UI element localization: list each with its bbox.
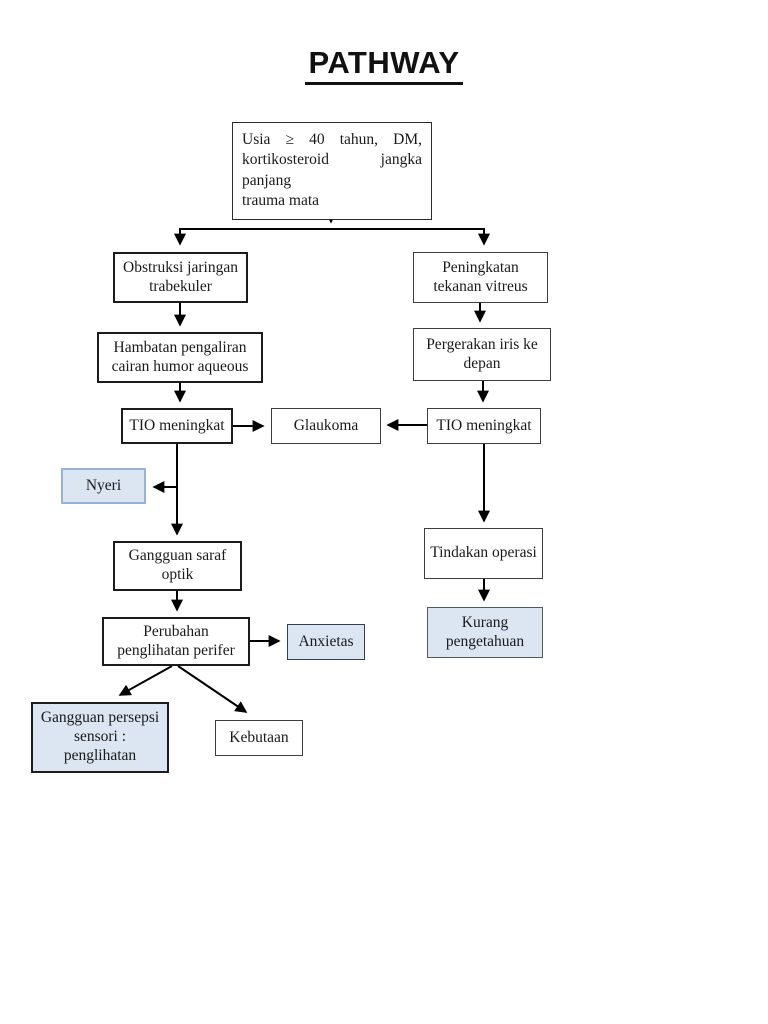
node-tio-meningkat-kanan: TIO meningkat <box>427 408 541 444</box>
risk-line-1: Usia ≥ 40 tahun, DM, <box>242 131 422 148</box>
arrow-perubahan-persepsi <box>118 665 173 696</box>
node-risk-factors: Usia ≥ 40 tahun, DM, kortikosteroid jang… <box>232 122 432 220</box>
node-peningkatan-tekanan: Peningkatan tekanan vitreus <box>413 252 548 303</box>
node-nyeri: Nyeri <box>61 468 146 504</box>
node-pergerakan-iris: Pergerakan iris ke depan <box>413 328 551 381</box>
node-gangguan-saraf: Gangguan saraf optik <box>113 541 242 591</box>
node-gangguan-persepsi: Gangguan persepsi sensori : penglihatan <box>31 702 169 773</box>
node-kebutaan: Kebutaan <box>215 720 303 756</box>
node-perubahan-penglihatan: Perubahan penglihatan perifer <box>102 617 250 666</box>
node-obstruksi-jaringan: Obstruksi jaringan trabekuler <box>113 252 248 303</box>
page-title: PATHWAY <box>0 44 768 85</box>
risk-line-3: trauma mata <box>242 192 320 210</box>
node-hambatan-pengaliran: Hambatan pengaliran cairan humor aqueous <box>97 332 263 383</box>
risk-line-2: kortikosteroid jangka panjang <box>242 151 422 189</box>
node-anxietas: Anxietas <box>287 624 365 660</box>
node-tio-meningkat-kiri: TIO meningkat <box>121 408 233 444</box>
node-kurang-pengetahuan: Kurang pengetahuan <box>427 607 543 658</box>
arrow-perubahan-kebutaan <box>177 665 248 713</box>
node-tindakan-operasi: Tindakan operasi <box>424 528 543 579</box>
node-glaukoma: Glaukoma <box>271 408 381 444</box>
